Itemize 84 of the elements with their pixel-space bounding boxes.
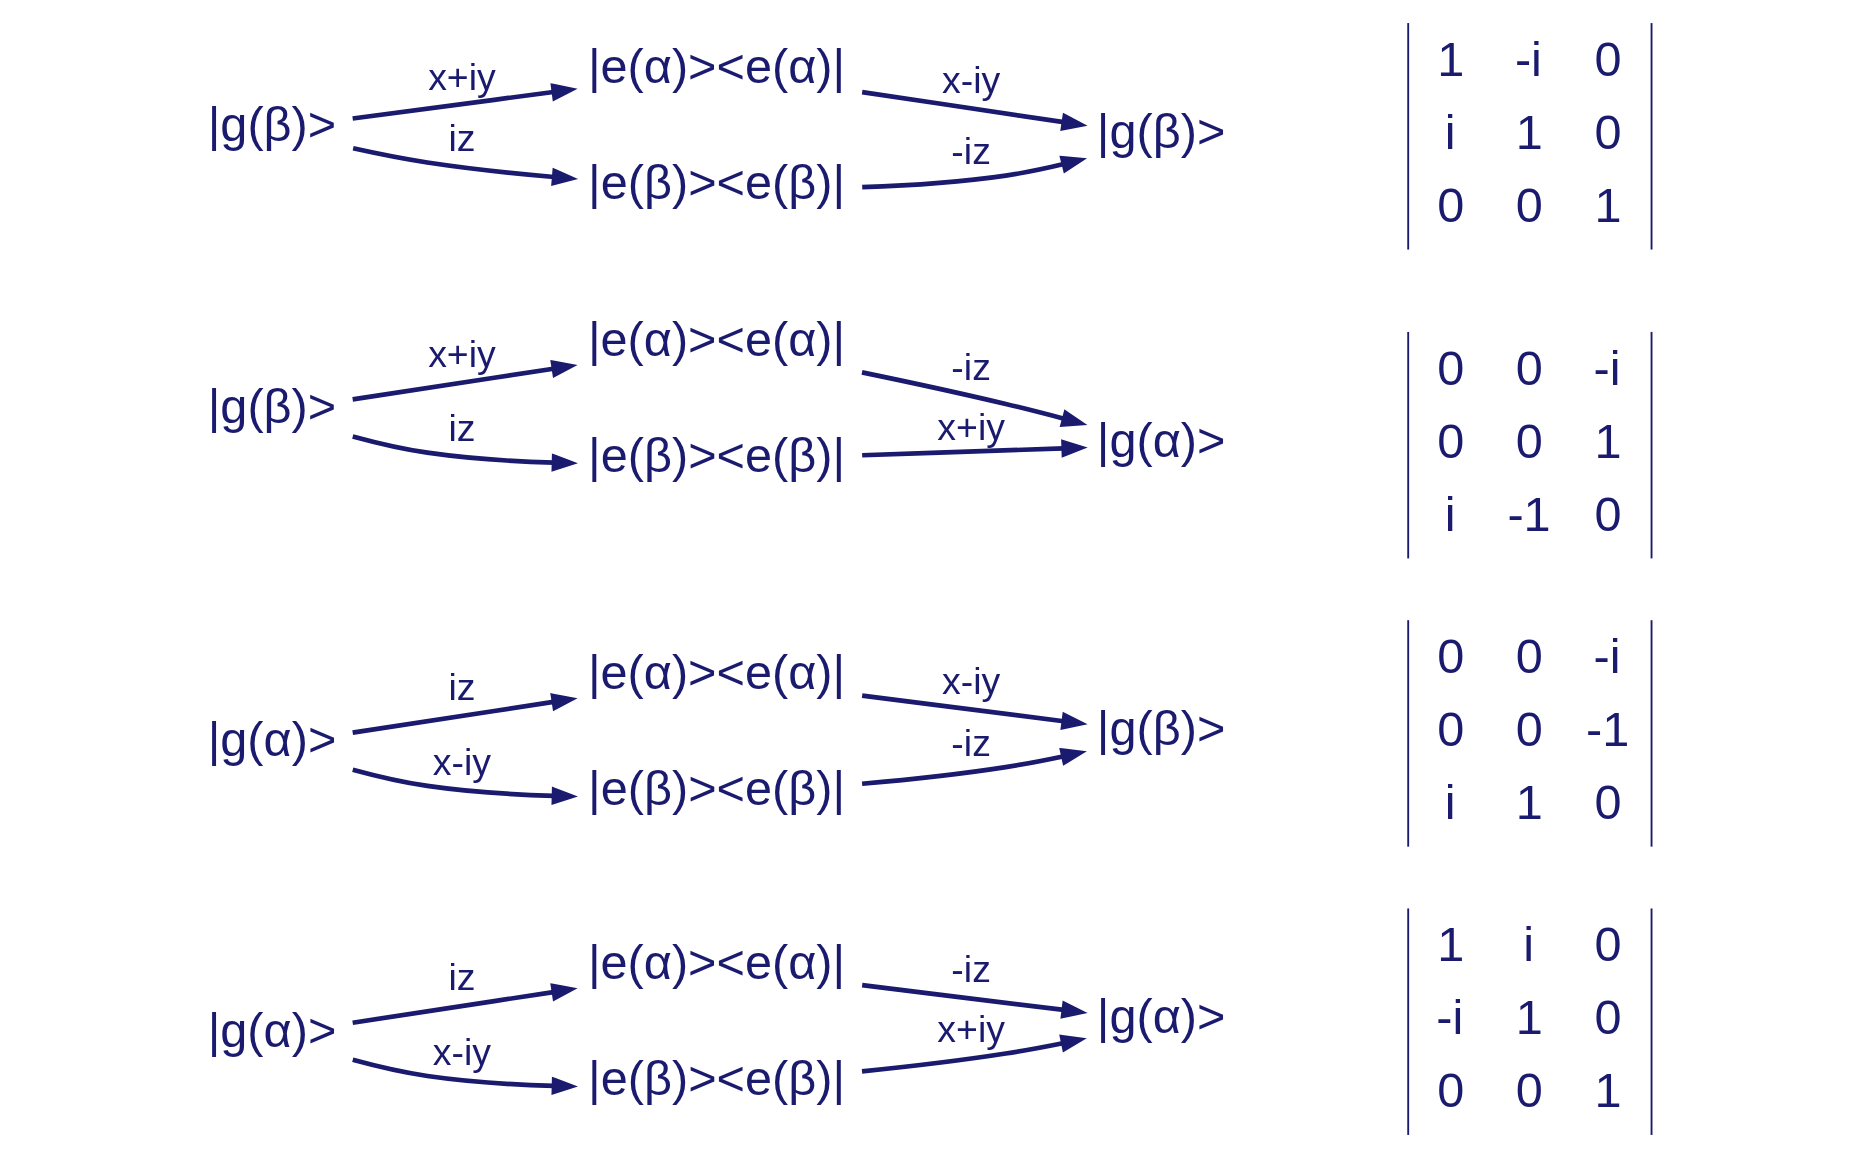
arrow (861, 370, 1087, 428)
label: 1 (1436, 32, 1464, 87)
edge-label: x-iy (941, 660, 1000, 703)
label: -i (1435, 990, 1463, 1045)
node-text: |g(β)> (1096, 701, 1225, 756)
arrow (861, 982, 1088, 1019)
node-text: |e(β)><e(β)| (587, 1051, 845, 1106)
label: 0 (1436, 413, 1464, 468)
label: 0 (1515, 178, 1543, 233)
edge-label: -iz (950, 345, 991, 388)
node-text: |g(α)> (207, 1002, 336, 1057)
label: i (1444, 775, 1456, 830)
edge-label: x-iy (432, 1030, 491, 1073)
edge-label: iz (447, 665, 475, 708)
arrow (352, 146, 578, 186)
label: 0 (1515, 702, 1543, 757)
edge-label: iz (447, 407, 475, 450)
edge-label: x-iy (432, 740, 491, 783)
arrow (861, 439, 1088, 458)
edge-label: -iz (950, 721, 991, 764)
edge-label: x+iy (936, 1008, 1005, 1051)
node-text: |g(β)> (207, 96, 336, 151)
arrow (351, 767, 578, 805)
node-text: |e(β)><e(β)| (587, 427, 845, 482)
label: i (1444, 486, 1456, 541)
label: 1 (1515, 105, 1543, 160)
edge-label: x-iy (941, 59, 1000, 102)
node-text: |e(α)><e(α)| (587, 645, 845, 700)
node-text: |g(β)> (1096, 104, 1225, 159)
label: i (1444, 105, 1456, 160)
label: 1 (1593, 178, 1622, 233)
label: 0 (1515, 1063, 1543, 1118)
label: 0 (1593, 990, 1622, 1045)
node-text: |g(α)> (1096, 412, 1225, 467)
node-text: |g(β)> (207, 379, 336, 434)
label: 0 (1515, 413, 1543, 468)
arrow (861, 89, 1088, 131)
label: 0 (1436, 1063, 1464, 1118)
label: i (1522, 917, 1534, 972)
label: 1 (1436, 917, 1464, 972)
node-text: |e(β)><e(β)| (587, 761, 845, 816)
label: -i (1593, 340, 1621, 395)
edge-label: -iz (950, 130, 991, 173)
node-text: |e(β)><e(β)| (587, 154, 845, 209)
arrow (351, 359, 578, 402)
edge-label: -iz (950, 948, 991, 991)
arrow (351, 983, 578, 1026)
arrow (861, 747, 1087, 787)
arrow (351, 1057, 578, 1096)
label: 1 (1593, 1063, 1622, 1118)
edge-label: iz (447, 117, 475, 160)
node-text: |g(α)> (1096, 989, 1225, 1044)
arrow (351, 434, 578, 472)
label: 0 (1515, 629, 1543, 684)
label: 0 (1515, 340, 1543, 395)
edge-label: x+iy (427, 332, 496, 375)
label: 1 (1593, 413, 1622, 468)
arrow (351, 693, 578, 735)
label: -1 (1506, 486, 1551, 541)
arrow (861, 1034, 1087, 1074)
label: 0 (1593, 105, 1622, 160)
node-text: |e(α)><e(α)| (587, 311, 845, 366)
label: -i (1593, 629, 1621, 684)
label: 0 (1436, 629, 1464, 684)
label: 0 (1593, 917, 1622, 972)
label: 0 (1436, 340, 1464, 395)
label: -1 (1585, 702, 1629, 757)
edge-label: x+iy (427, 55, 496, 98)
arrow (861, 693, 1088, 731)
label: 1 (1515, 990, 1543, 1045)
label: 0 (1436, 702, 1464, 757)
label: 0 (1593, 775, 1622, 830)
label: 0 (1436, 178, 1464, 233)
node-text: |g(α)> (207, 712, 336, 767)
arrow (861, 155, 1087, 190)
arrow (351, 83, 578, 121)
label: -i (1514, 32, 1542, 87)
node-text: |e(α)><e(α)| (587, 935, 845, 990)
edge-label: x+iy (936, 405, 1005, 448)
label: 0 (1593, 32, 1622, 87)
node-text: |e(α)><e(α)| (587, 38, 845, 93)
label: 1 (1515, 775, 1543, 830)
edge-label: iz (447, 955, 475, 998)
label: 0 (1593, 486, 1622, 541)
